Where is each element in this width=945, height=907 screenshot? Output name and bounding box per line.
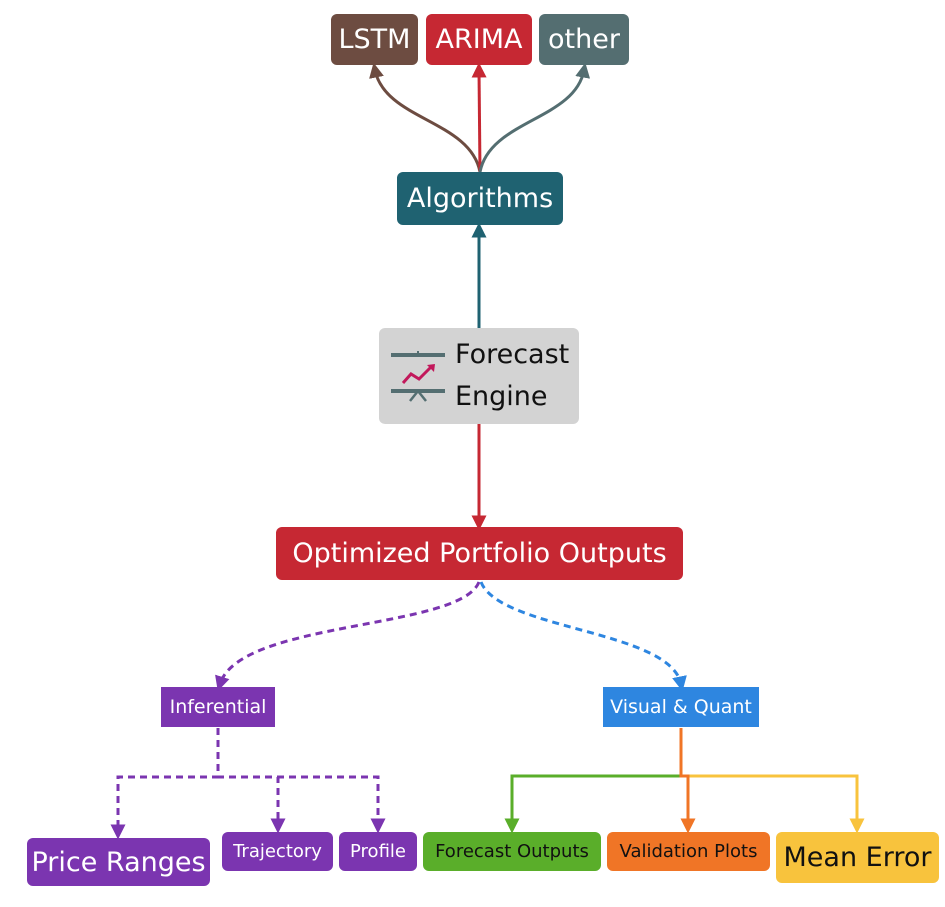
node-forecast-engine: Forecast Engine bbox=[379, 328, 579, 424]
presentation-chart-icon bbox=[389, 349, 447, 403]
edge-outputs-inferential bbox=[215, 581, 481, 692]
edge-algorithms-other bbox=[478, 62, 591, 173]
node-visual-quant: Visual & Quant bbox=[603, 687, 759, 727]
edge-algorithms-arima bbox=[471, 62, 487, 173]
node-other: other bbox=[539, 14, 629, 65]
node-arima-label: ARIMA bbox=[435, 24, 523, 55]
node-forecast-engine-line2: Engine bbox=[455, 381, 548, 412]
node-algorithms-label: Algorithms bbox=[406, 183, 554, 214]
node-price-ranges: Price Ranges bbox=[27, 838, 210, 886]
node-forecast-outputs: Forecast Outputs bbox=[423, 832, 601, 871]
node-mean-error-label: Mean Error bbox=[783, 842, 932, 873]
edge-outputs-visual-quant bbox=[479, 581, 687, 692]
node-forecast-outputs-label: Forecast Outputs bbox=[435, 841, 589, 862]
node-trajectory-label: Trajectory bbox=[233, 841, 322, 862]
node-visual-quant-label: Visual & Quant bbox=[610, 696, 752, 718]
node-mean-error: Mean Error bbox=[776, 832, 939, 883]
node-trajectory: Trajectory bbox=[222, 832, 333, 871]
edge-algorithms-lstm bbox=[369, 62, 482, 173]
edge-visual-mean-error bbox=[679, 728, 865, 834]
node-price-ranges-label: Price Ranges bbox=[31, 846, 206, 878]
edge-visual-forecast-outputs bbox=[504, 728, 683, 834]
node-profile-label: Profile bbox=[350, 841, 406, 862]
node-other-label: other bbox=[548, 24, 620, 55]
node-forecast-engine-line1: Forecast bbox=[455, 339, 570, 370]
node-lstm-label: LSTM bbox=[338, 24, 411, 55]
node-forecast-engine-text: Forecast Engine bbox=[455, 334, 569, 418]
edge-visual-validation-plots bbox=[679, 728, 696, 834]
node-algorithms: Algorithms bbox=[397, 172, 563, 225]
node-inferential-label: Inferential bbox=[169, 696, 267, 718]
node-optimized-portfolio-outputs-label: Optimized Portfolio Outputs bbox=[292, 538, 667, 569]
node-profile: Profile bbox=[339, 832, 417, 871]
edge-inferential-price-ranges bbox=[110, 728, 220, 840]
node-validation-plots: Validation Plots bbox=[607, 832, 770, 871]
edge-inferential-profile bbox=[216, 728, 386, 834]
node-lstm: LSTM bbox=[331, 14, 418, 65]
node-validation-plots-label: Validation Plots bbox=[619, 841, 758, 862]
node-optimized-portfolio-outputs: Optimized Portfolio Outputs bbox=[276, 527, 683, 580]
node-arima: ARIMA bbox=[426, 14, 532, 65]
node-inferential: Inferential bbox=[161, 687, 275, 727]
